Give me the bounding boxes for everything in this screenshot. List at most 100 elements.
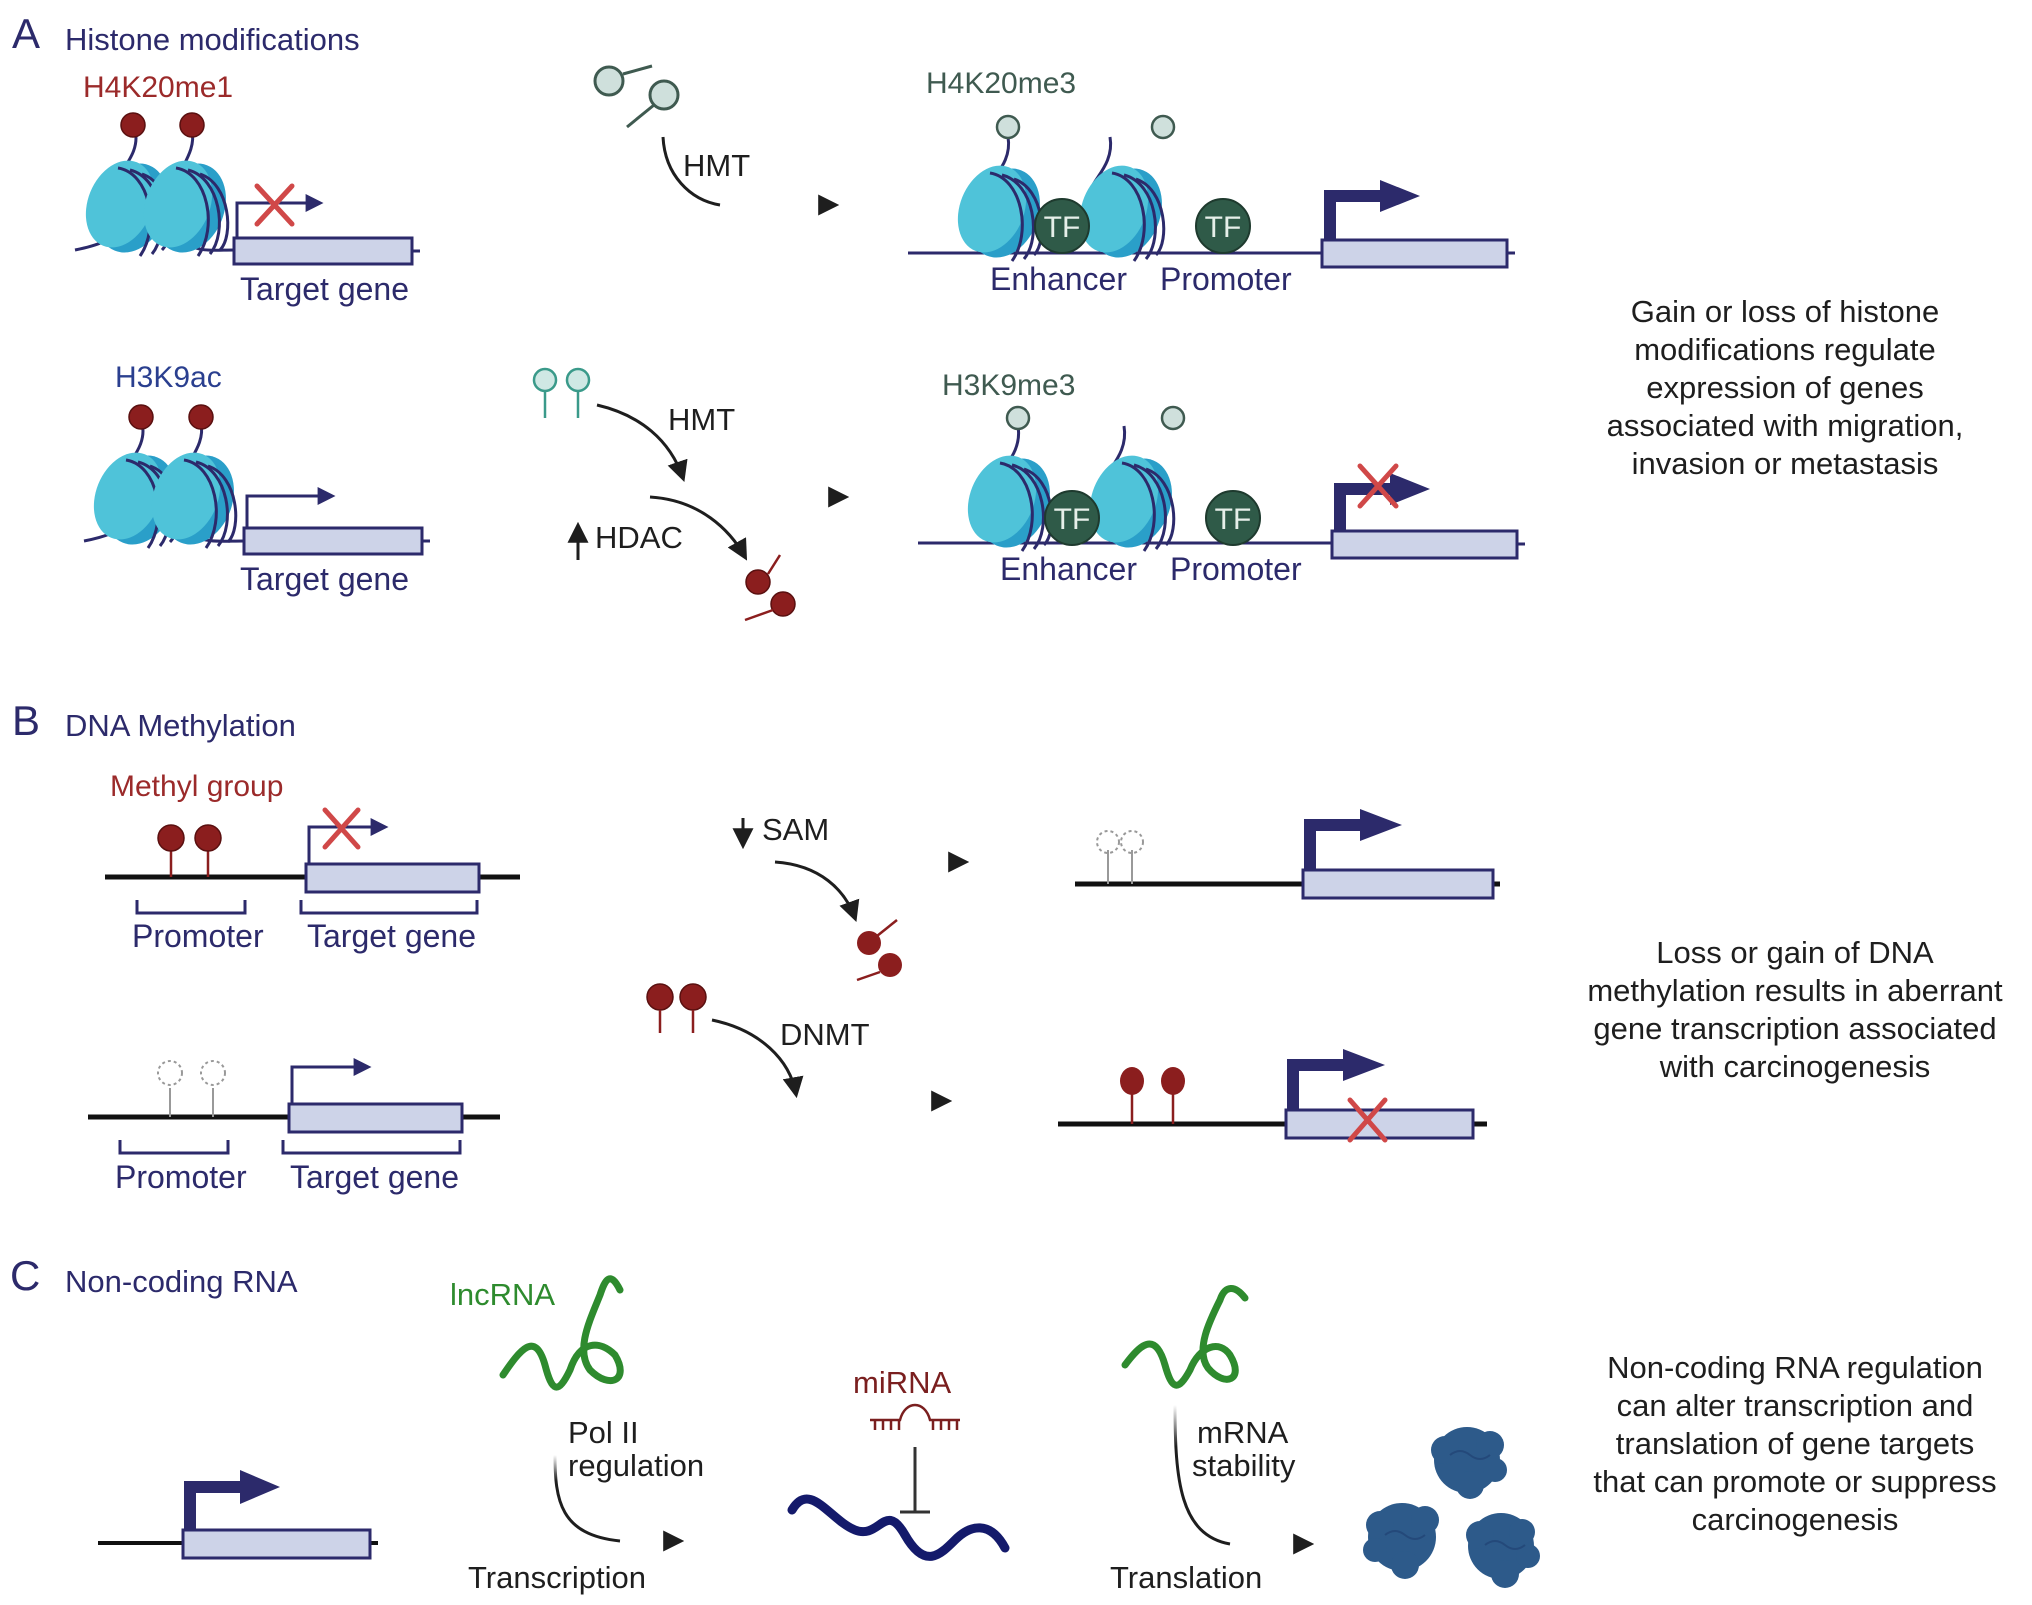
nucleosome-icon: [953, 443, 1065, 560]
enzyme-hdac-label: HDAC: [595, 520, 683, 555]
transcription-factor-icon: [1205, 490, 1261, 546]
removed-methyl-icon: [878, 953, 902, 977]
methyl-mark-icon: [194, 824, 222, 852]
tss-arrow-icon: [1334, 483, 1390, 531]
panel-letter-a: A: [12, 10, 40, 57]
acetyl-mark-icon: [188, 404, 214, 430]
row1-right-dna: [1075, 809, 1500, 900]
row1-process-arrow: HMT: [495, 64, 840, 216]
mirna-icon: [870, 1403, 960, 1430]
protein-icon: [1466, 1513, 1540, 1588]
tf-promoter: TF: [1205, 490, 1261, 546]
panel-letter-b: B: [12, 697, 40, 744]
target-gene-label: Target gene: [240, 561, 409, 597]
removed-methyl-icon: [857, 931, 881, 955]
target-gene-box: [232, 236, 414, 266]
methyl-mark-icon: [1161, 1067, 1185, 1095]
acetyl-mark-icon: [128, 404, 154, 430]
transcription-factor-icon: [1044, 490, 1100, 546]
promoter-bracket: [135, 900, 247, 915]
tf-label: TF: [1215, 503, 1252, 536]
target-gene-label: Target gene: [290, 1159, 459, 1195]
row1-left-chromatin: H4K20me1 Target gene: [71, 71, 420, 307]
panel-a: A Histone modifications H4K20me1 Target …: [12, 10, 1964, 622]
gene-bracket: [299, 900, 479, 915]
tf-enhancer: TF: [1034, 198, 1090, 254]
translation-label: Translation: [1110, 1560, 1262, 1595]
target-gene-box: [287, 1102, 464, 1134]
row2-right-dna: [1058, 1049, 1487, 1143]
methyl-mark-icon: [157, 824, 185, 852]
gene-construct: [98, 1470, 378, 1560]
promoter-label: Promoter: [1170, 551, 1302, 587]
methyl-group-icon: [648, 79, 680, 111]
mrna-label: mRNA: [1197, 1415, 1289, 1450]
removed-acetyl-icon: [745, 569, 771, 595]
description-line: Loss or gain of DNA: [1656, 935, 1934, 970]
description-line: can alter transcription and: [1617, 1388, 1974, 1423]
blocked-x-icon: [322, 807, 361, 850]
mark-h4k20me3-label: H4K20me3: [926, 67, 1076, 100]
gene-bracket: [281, 1140, 462, 1155]
methyl-group-icon: [593, 65, 625, 97]
lncrna-label: lncRNA: [450, 1277, 555, 1312]
methyl-mark-icon: [179, 112, 205, 138]
panel-letter-c: C: [10, 1252, 40, 1299]
unmethylated-site-icon: [157, 1060, 183, 1086]
translation-step: mRNA stability Translation: [1065, 1285, 1315, 1595]
transcription-factor-icon: [1034, 198, 1090, 254]
target-gene-box: [1301, 868, 1495, 900]
tss-arrow-icon: [290, 1058, 372, 1104]
target-gene-label: Target gene: [240, 271, 409, 307]
description-line: Non-coding RNA regulation: [1607, 1350, 1983, 1385]
unmethylated-site-icon: [1120, 830, 1144, 854]
row2-left-chromatin: H3K9ac Target gene: [79, 361, 430, 597]
description-line: methylation results in aberrant: [1587, 973, 2003, 1008]
target-gene-label: Target gene: [307, 918, 476, 954]
promoter-bracket: [118, 1140, 230, 1155]
nucleosome-icon: [943, 153, 1055, 270]
enhancer-label: Enhancer: [1000, 551, 1137, 587]
lncrna-icon: [499, 1275, 624, 1391]
target-gene-box: [1330, 529, 1519, 560]
active-tss-arrow-icon: [1304, 819, 1360, 870]
description-line: invasion or metastasis: [1632, 446, 1939, 481]
methyl-group-label: Methyl group: [110, 770, 283, 803]
methyl-mark-icon: [1005, 405, 1031, 431]
panel-b-description: Loss or gain of DNA methylation results …: [1587, 935, 2003, 1084]
transcription-factor-icon: [1195, 198, 1251, 254]
promoter-label: Promoter: [1160, 261, 1292, 297]
promoter-label: Promoter: [115, 1159, 247, 1195]
tf-enhancer: TF: [1044, 490, 1100, 546]
panel-b-title: DNA Methylation: [65, 708, 296, 743]
mirna-step: miRNA: [787, 1365, 1010, 1561]
tss-arrow-icon: [1287, 1059, 1343, 1110]
row1-process-arrow: SAM: [605, 812, 970, 982]
enzyme-hmt-label: HMT: [683, 148, 750, 183]
row2-process-arrow: DNMT: [590, 983, 953, 1112]
description-line: modifications regulate: [1634, 332, 1936, 367]
methyl-mark-icon: [1150, 114, 1176, 140]
unmethylated-site-icon: [200, 1060, 226, 1086]
tss-arrow-icon: [235, 194, 324, 238]
description-line: associated with migration,: [1607, 408, 1964, 443]
methyl-mark-icon: [1160, 405, 1186, 431]
tf-label: TF: [1205, 211, 1242, 244]
row1-right-chromatin: H4K20me3 TF TF Enhancer Promoter: [908, 67, 1515, 297]
target-gene-box: [304, 862, 481, 894]
target-gene-box: [242, 526, 424, 556]
active-tss-arrow-icon: [1324, 190, 1380, 240]
stability-label: stability: [1192, 1448, 1296, 1483]
description-line: translation of gene targets: [1616, 1426, 1974, 1461]
tf-label: TF: [1054, 503, 1091, 536]
description-line: that can promote or suppress: [1593, 1464, 1996, 1499]
mirna-label: miRNA: [853, 1365, 951, 1400]
protein-icon: [1431, 1427, 1507, 1499]
transcription-label: Transcription: [468, 1560, 646, 1595]
description-line: carcinogenesis: [1692, 1502, 1899, 1537]
mark-h4k20me1-label: H4K20me1: [83, 71, 233, 104]
enzyme-dnmt-label: DNMT: [780, 1017, 870, 1052]
blocked-x-icon: [254, 183, 295, 227]
description-line: Gain or loss of histone: [1631, 294, 1939, 329]
